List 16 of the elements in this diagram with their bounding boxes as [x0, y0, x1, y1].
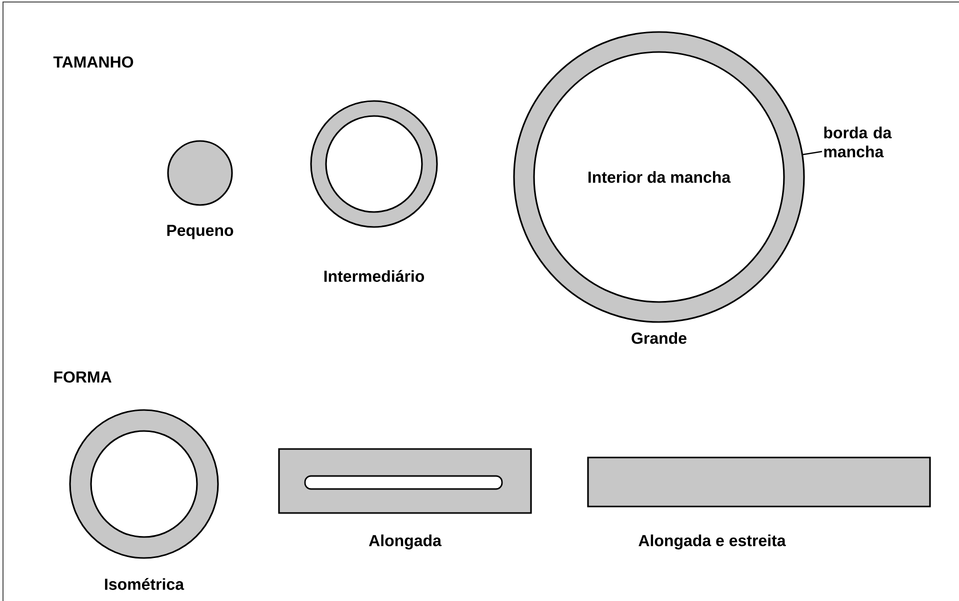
caption-label: Alongada e estreita [638, 534, 786, 550]
ring [310, 100, 438, 228]
caption-label: Pequeno [167, 224, 234, 240]
dot [167, 140, 233, 206]
section-heading: FORMA [54, 371, 112, 383]
interior-label: Interior da mancha [588, 171, 731, 183]
leader-text: borda da mancha [824, 126, 892, 158]
bar [587, 456, 931, 508]
leader-line [802, 150, 822, 156]
caption-label: Alongada [368, 534, 442, 550]
caption-label: Grande [632, 332, 686, 344]
slotted-bar [278, 448, 532, 514]
section-heading: TAMANHO [53, 56, 134, 68]
ring [69, 409, 219, 559]
caption-label: Isométrica [105, 578, 184, 590]
caption-label: Intermediário [324, 270, 424, 282]
